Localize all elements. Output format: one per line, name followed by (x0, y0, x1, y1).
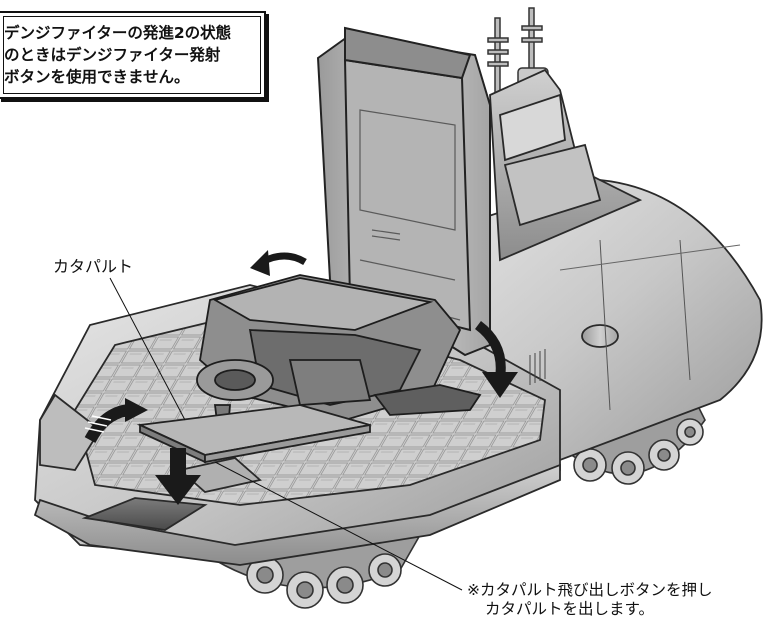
arrow-curved-left-icon (250, 250, 307, 276)
arrow-curved-down-icon (474, 320, 518, 398)
notice-line: ボタンを使用できません。 (4, 68, 190, 86)
notice-inner-frame: デンジファイターの発進2の状態 のときはデンジファイター発射 ボタンを使用できま… (3, 16, 261, 94)
note-line-2: カタパルトを出します。 (485, 600, 654, 618)
arrow-curved-right-icon (84, 398, 148, 444)
note-leader (214, 461, 463, 591)
antenna-left (487, 17, 509, 114)
note-line-1: ※カタパルト飛び出しボタンを押し (467, 581, 713, 599)
arrow-down-icon (155, 448, 201, 505)
notice-box: デンジファイターの発進2の状態 のときはデンジファイター発射 ボタンを使用できま… (0, 11, 266, 99)
catapult-button-note: ※カタパルト飛び出しボタンを押し カタパルトを出します。 (467, 581, 774, 619)
catapult-plate (136, 404, 371, 464)
catapult-leader (109, 277, 186, 421)
catapult-label: カタパルト (53, 257, 134, 276)
hatch-door (316, 26, 491, 357)
notice-line: のときはデンジファイター発射 (4, 46, 221, 64)
notice-line: デンジファイターの発進2の状態 (4, 24, 232, 42)
